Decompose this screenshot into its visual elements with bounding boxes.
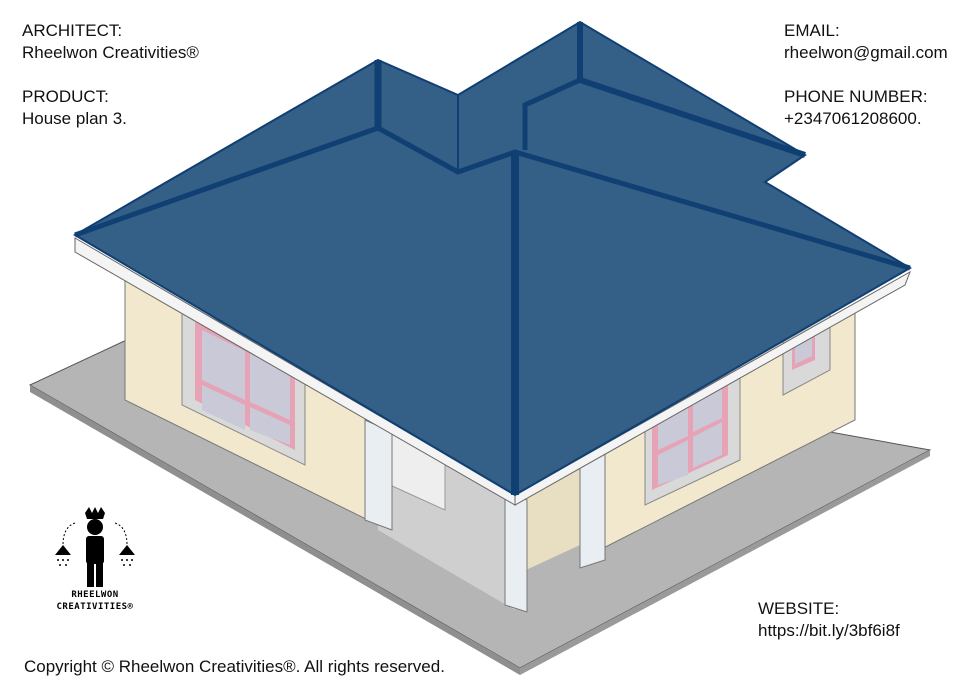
website-link[interactable]: https://bit.ly/3bf6i8f — [758, 621, 900, 640]
architect-value: Rheelwon Creativities® — [22, 43, 199, 62]
roof-fascia — [74, 237, 911, 506]
product-label: PRODUCT: — [22, 87, 109, 106]
roof — [73, 20, 912, 497]
architect-label: ARCHITECT: — [22, 21, 123, 40]
brand-logo: RHEELWON CREATIVITIES® — [45, 505, 145, 615]
website-label: WEBSITE: — [758, 599, 840, 618]
email-label: EMAIL: — [784, 21, 840, 40]
product-value: House plan 3. — [22, 109, 127, 128]
phone-label: PHONE NUMBER: — [784, 87, 928, 106]
phone-value: +2347061208600. — [784, 109, 922, 128]
logo-line1: RHEELWON — [71, 590, 119, 600]
porch-columns — [364, 419, 606, 613]
copyright-text: Copyright © Rheelwon Creativities®. All … — [24, 657, 445, 676]
logo-line2: CREATIVITIES® — [56, 602, 134, 612]
email-value[interactable]: rheelwon@gmail.com — [784, 43, 948, 62]
person-crown-icon — [55, 507, 135, 587]
